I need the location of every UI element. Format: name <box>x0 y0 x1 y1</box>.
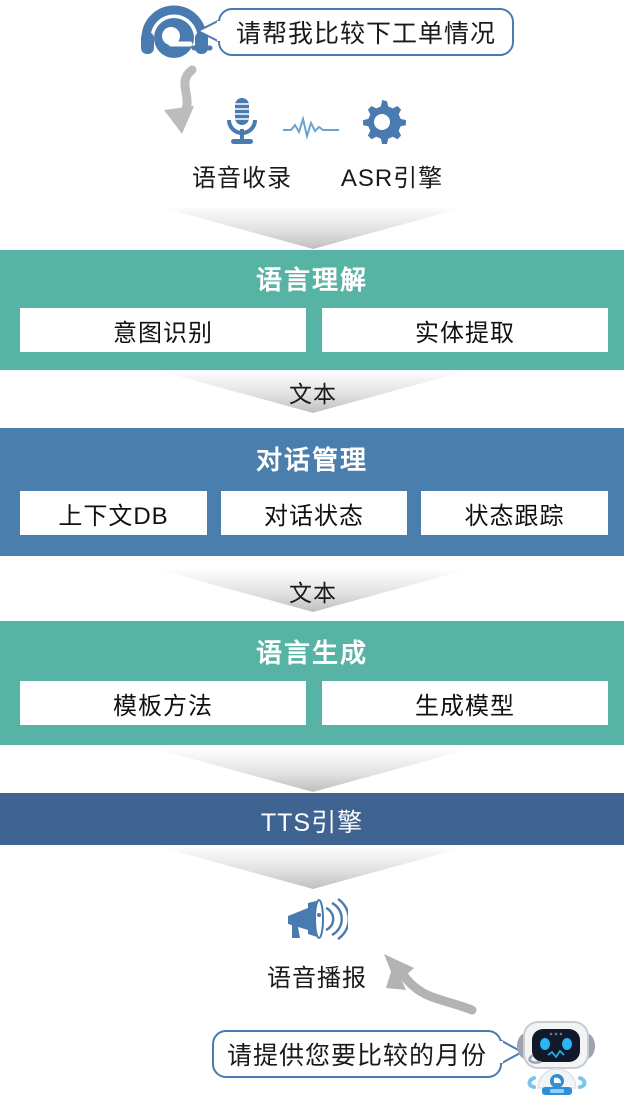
user-speech-bubble: 请帮我比较下工单情况 <box>218 8 514 56</box>
box-generative-model[interactable]: 生成模型 <box>322 681 608 725</box>
bot-speech-bubble: 请提供您要比较的月份 <box>212 1030 502 1078</box>
arrow-tts-to-speech <box>160 847 466 889</box>
gear-icon <box>358 98 406 146</box>
microphone-icon <box>222 96 262 148</box>
robot-avatar-icon <box>512 1016 602 1098</box>
stage-language-understanding: 语言理解 意图识别 实体提取 <box>0 250 624 370</box>
arrow-dm-to-nlg-label: 文本 <box>289 580 337 606</box>
arrow-nlu-to-dm-label: 文本 <box>289 381 337 407</box>
stage-tts-engine: TTS引擎 <box>0 793 624 845</box>
curved-arrow-up-left-icon <box>372 948 484 1024</box>
arrow-nlu-to-dm: 文本 <box>160 371 466 413</box>
box-entity-extraction[interactable]: 实体提取 <box>322 308 608 352</box>
user-bubble-text: 请帮我比较下工单情况 <box>235 20 496 48</box>
stage-dialog-management: 对话管理 上下文DB 对话状态 状态跟踪 <box>0 428 624 556</box>
box-intent-recognition[interactable]: 意图识别 <box>20 308 306 352</box>
box-state-tracking[interactable]: 状态跟踪 <box>421 491 608 535</box>
box-template-method[interactable]: 模板方法 <box>20 681 306 725</box>
megaphone-icon <box>286 898 348 944</box>
stage-tts-engine-title: TTS引擎 <box>260 809 364 837</box>
headset-agent-icon <box>138 4 224 64</box>
waveform-icon <box>283 116 339 140</box>
box-dialog-state[interactable]: 对话状态 <box>221 491 407 535</box>
bot-bubble-text: 请提供您要比较的月份 <box>226 1042 487 1070</box>
asr-engine-label: ASR引擎 <box>340 165 444 192</box>
arrow-input-to-nlu <box>160 207 466 249</box>
voice-capture-label: 语音收录 <box>192 165 292 192</box>
curved-arrow-down-icon <box>154 62 224 152</box>
stage-dialog-management-title: 对话管理 <box>255 445 368 475</box>
arrow-nlg-to-tts <box>160 750 466 792</box>
arrow-dm-to-nlg: 文本 <box>160 570 466 612</box>
stage-language-generation: 语言生成 模板方法 生成模型 <box>0 621 624 745</box>
box-context-db[interactable]: 上下文DB <box>20 491 207 535</box>
stage-language-generation-title: 语言生成 <box>255 638 368 668</box>
user-bubble-tail <box>196 18 222 44</box>
stage-language-understanding-title: 语言理解 <box>255 265 368 295</box>
voice-broadcast-label: 语音播报 <box>267 965 367 992</box>
